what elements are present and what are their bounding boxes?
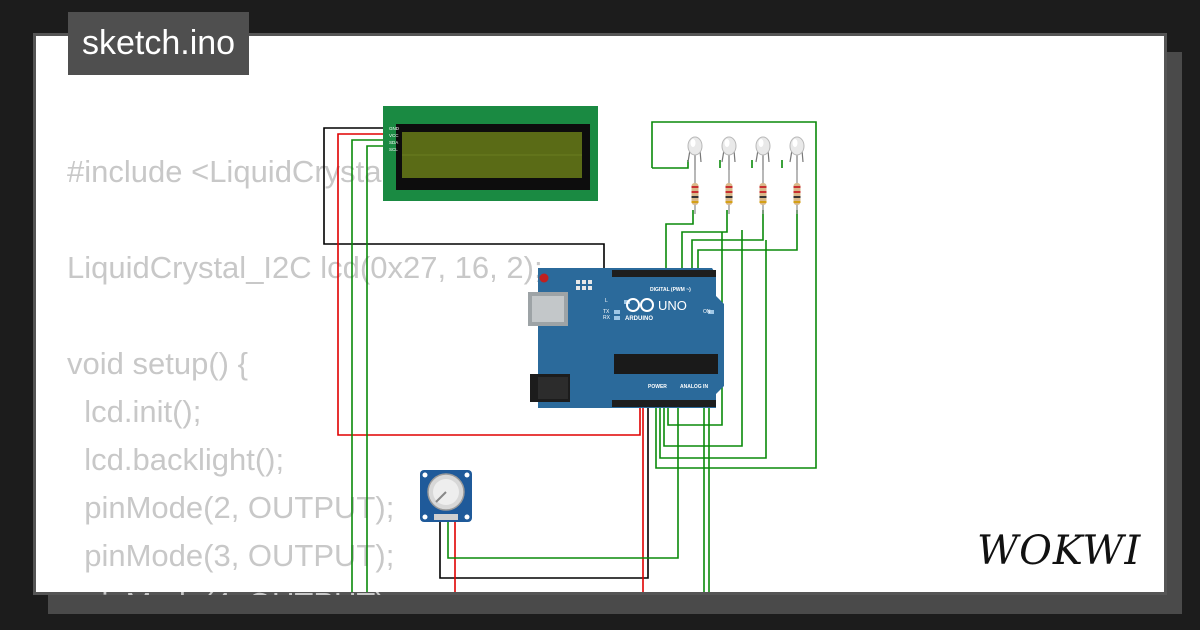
code-line: lcd.backlight();: [67, 442, 285, 477]
code-line: pinMode(3, OUTPUT);: [67, 538, 395, 573]
led: [755, 136, 771, 170]
board-brand: ARDUINO: [625, 316, 653, 322]
led: [687, 136, 703, 170]
digital-header-label: DIGITAL (PWM ~): [650, 287, 691, 293]
resistor: [691, 170, 699, 214]
power-header-label: POWER: [648, 384, 667, 390]
code-line: pinMode(2, OUTPUT);: [67, 490, 395, 525]
wire-signal-green: [351, 121, 817, 592]
wokwi-logo: WOKWI: [977, 528, 1141, 574]
arduino-uno-board: UNO ARDUINO DIGITAL (PWM ~) POWER ANALOG…: [528, 268, 724, 408]
led-label-l: L: [605, 298, 608, 304]
board-model: UNO: [658, 298, 687, 313]
code-line: void setup() {: [67, 346, 248, 381]
potentiometer: [420, 470, 472, 522]
lcd-pin-label: SCL: [389, 147, 398, 152]
reset-button[interactable]: [539, 273, 549, 283]
resistor: [793, 170, 801, 214]
arduino-logo: [626, 298, 654, 312]
resistor: [725, 170, 733, 214]
sketch-title: sketch.ino: [68, 12, 250, 75]
digital-header: [612, 270, 716, 277]
wokwi-logo-text: WOKWI: [977, 528, 1141, 574]
led-label-on: ON: [703, 309, 711, 315]
wire-gnd-black: [323, 127, 649, 579]
code-line: pinMode(4, OUTPUT);: [67, 580, 543, 595]
lcd-pin-label: GND: [389, 126, 400, 131]
led: [789, 136, 805, 170]
atmega-chip: [614, 354, 718, 374]
led-label-rx: RX: [603, 315, 611, 321]
led-array: [687, 136, 805, 214]
lcd-display: GND VCC SDA SCL: [383, 106, 598, 201]
lcd-pin-label: VCC: [389, 133, 399, 138]
code-line: lcd.init();: [67, 394, 202, 429]
analog-header-label: ANALOG IN: [680, 384, 708, 390]
power-analog-header: [612, 400, 716, 407]
lcd-pin-labels: GND VCC SDA SCL: [389, 126, 400, 152]
code-line: LiquidCrystal_I2C lcd(0x27, 16, 2);: [67, 250, 543, 285]
wire-vcc-red: [337, 133, 644, 592]
led-label-tx: TX: [603, 309, 610, 315]
led: [721, 136, 737, 170]
lcd-pin-label: SDA: [389, 140, 398, 145]
resistor: [759, 170, 767, 214]
